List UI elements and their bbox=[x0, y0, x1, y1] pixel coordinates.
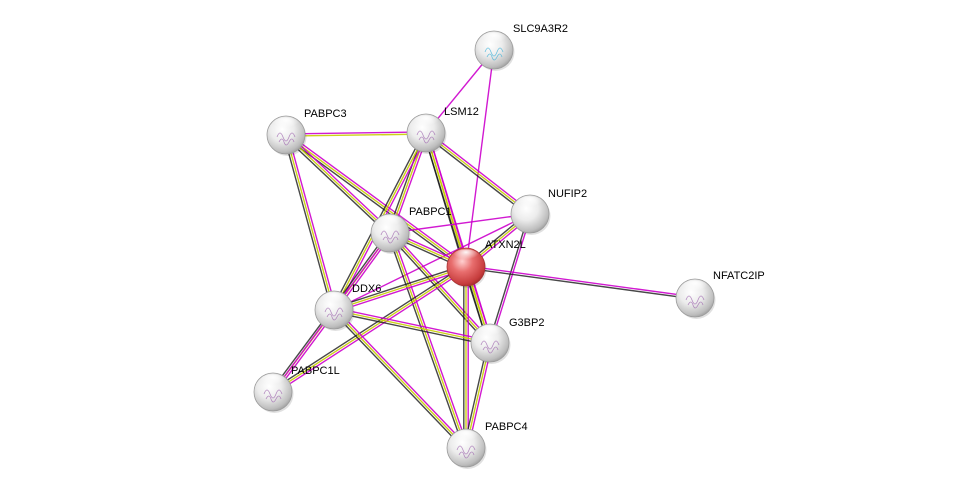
node-label: NFATC2IP bbox=[713, 270, 765, 282]
edge-evidence-coexp bbox=[465, 267, 695, 300]
node-pabpc4[interactable]: PABPC4 bbox=[446, 421, 528, 469]
protein-structure-icon bbox=[380, 230, 400, 244]
edge-evidence-coexp bbox=[333, 264, 466, 309]
edge-evidence-text bbox=[272, 266, 467, 393]
node-pabpc1l[interactable]: PABPC1L bbox=[253, 365, 340, 413]
edge-ddx6-pabpc4[interactable] bbox=[331, 307, 469, 451]
edge-evidence-coexp bbox=[333, 311, 490, 346]
node-label: PABPC1 bbox=[409, 206, 452, 218]
node-label: LSM12 bbox=[444, 106, 479, 118]
edge-pabpc1-pabpc4[interactable] bbox=[387, 232, 469, 449]
edge-ddx6-g3bp2[interactable] bbox=[333, 307, 491, 346]
edge-atxn2l-pabpc1l[interactable] bbox=[271, 264, 468, 395]
edge-evidence-exp bbox=[333, 213, 531, 311]
node-highlight bbox=[412, 115, 440, 130]
node-highlight bbox=[452, 430, 480, 445]
node-highlight bbox=[681, 280, 709, 295]
edge-evidence-text bbox=[333, 309, 467, 449]
node-label: SLC9A3R2 bbox=[513, 23, 568, 35]
edge-evidence-coexp bbox=[488, 213, 530, 343]
node-atxn2l[interactable]: ATXN2L bbox=[446, 239, 526, 288]
edge-evidence-exp bbox=[426, 130, 532, 213]
node-highlight bbox=[516, 196, 544, 211]
edge-evidence-text bbox=[333, 309, 491, 344]
node-highlight bbox=[259, 374, 287, 389]
node-pabpc1[interactable]: PABPC1 bbox=[370, 206, 452, 254]
edge-evidence-coexp bbox=[284, 136, 389, 236]
node-lsm12[interactable]: LSM12 bbox=[406, 106, 479, 154]
protein-structure-icon bbox=[416, 130, 436, 144]
edge-evidence-exp bbox=[391, 232, 469, 448]
edge-evidence-coexp bbox=[271, 264, 466, 391]
protein-structure-icon bbox=[456, 445, 476, 459]
edge-lsm12-nufip2[interactable] bbox=[424, 130, 532, 217]
edge-nufip2-g3bp2[interactable] bbox=[488, 213, 532, 344]
edge-nufip2-ddx6[interactable] bbox=[333, 213, 531, 311]
node-label: DDX6 bbox=[352, 283, 381, 295]
node-pabpc3[interactable]: PABPC3 bbox=[266, 108, 347, 156]
edge-evidence-exp bbox=[389, 213, 531, 234]
edge-evidence-exp bbox=[286, 132, 468, 266]
edge-atxn2l-ddx6[interactable] bbox=[333, 264, 467, 313]
edge-pabpc3-ddx6[interactable] bbox=[283, 134, 337, 311]
node-slc9a3r2[interactable]: SLC9A3R2 bbox=[474, 23, 568, 71]
node-ddx6[interactable]: DDX6 bbox=[314, 283, 381, 331]
node-label: PABPC4 bbox=[485, 421, 528, 433]
node-label: PABPC3 bbox=[304, 108, 347, 120]
node-g3bp2[interactable]: G3BP2 bbox=[470, 317, 544, 364]
edge-evidence-coexp bbox=[424, 134, 530, 217]
edge-evidence-coexp bbox=[387, 233, 465, 449]
edge-slc9a3r2-atxn2l[interactable] bbox=[465, 49, 495, 268]
node-label: G3BP2 bbox=[509, 317, 544, 329]
node-highlight bbox=[452, 249, 480, 264]
edge-evidence-text bbox=[333, 266, 467, 311]
node-nfatc2ip[interactable]: NFATC2IP bbox=[675, 270, 765, 319]
edge-evidence-exp bbox=[285, 131, 426, 135]
edge-evidence-text bbox=[286, 133, 427, 137]
edge-nufip2-pabpc1[interactable] bbox=[389, 213, 531, 234]
node-highlight bbox=[272, 117, 300, 132]
edge-evidence-exp bbox=[490, 214, 532, 344]
edge-pabpc1-g3bp2[interactable] bbox=[387, 231, 493, 345]
edge-pabpc3-pabpc1[interactable] bbox=[284, 132, 392, 236]
node-highlight bbox=[480, 32, 508, 47]
edge-evidence-exp bbox=[391, 231, 493, 342]
node-label: ATXN2L bbox=[485, 239, 526, 251]
node-highlight bbox=[476, 325, 504, 340]
protein-structure-icon bbox=[685, 295, 705, 309]
edge-evidence-text bbox=[389, 232, 491, 344]
protein-structure-icon bbox=[263, 389, 283, 403]
protein-structure-icon bbox=[276, 132, 296, 146]
edge-evidence-coexp bbox=[331, 311, 465, 451]
protein-structure-icon bbox=[324, 307, 344, 321]
edge-evidence-coexp bbox=[283, 135, 333, 311]
node-nufip2[interactable]: NUFIP2 bbox=[510, 188, 587, 235]
edge-evidence-text bbox=[285, 134, 335, 311]
protein-structure-icon bbox=[480, 340, 500, 354]
edge-evidence-text bbox=[425, 132, 531, 215]
node-highlight bbox=[376, 215, 404, 230]
edge-atxn2l-pabpc4[interactable] bbox=[463, 267, 469, 448]
edge-evidence-exp bbox=[466, 265, 696, 298]
node-label: PABPC1L bbox=[291, 365, 340, 377]
edge-evidence-exp bbox=[465, 49, 495, 268]
edge-evidence-exp bbox=[334, 268, 467, 313]
edge-pabpc3-lsm12[interactable] bbox=[285, 131, 427, 137]
node-highlight bbox=[320, 292, 348, 307]
edge-evidence-exp bbox=[287, 134, 337, 310]
edge-evidence-text bbox=[285, 134, 467, 268]
protein-structure-icon bbox=[484, 47, 504, 61]
node-label: NUFIP2 bbox=[548, 188, 587, 200]
edge-evidence-exp bbox=[335, 307, 469, 447]
edge-evidence-coexp bbox=[387, 234, 489, 345]
edge-evidence-exp bbox=[287, 132, 392, 232]
edge-evidence-exp bbox=[273, 268, 468, 395]
edge-atxn2l-nfatc2ip[interactable] bbox=[465, 265, 696, 300]
edge-evidence-text bbox=[389, 232, 467, 449]
edge-evidence-text bbox=[285, 134, 391, 234]
edge-evidence-exp bbox=[334, 307, 491, 342]
